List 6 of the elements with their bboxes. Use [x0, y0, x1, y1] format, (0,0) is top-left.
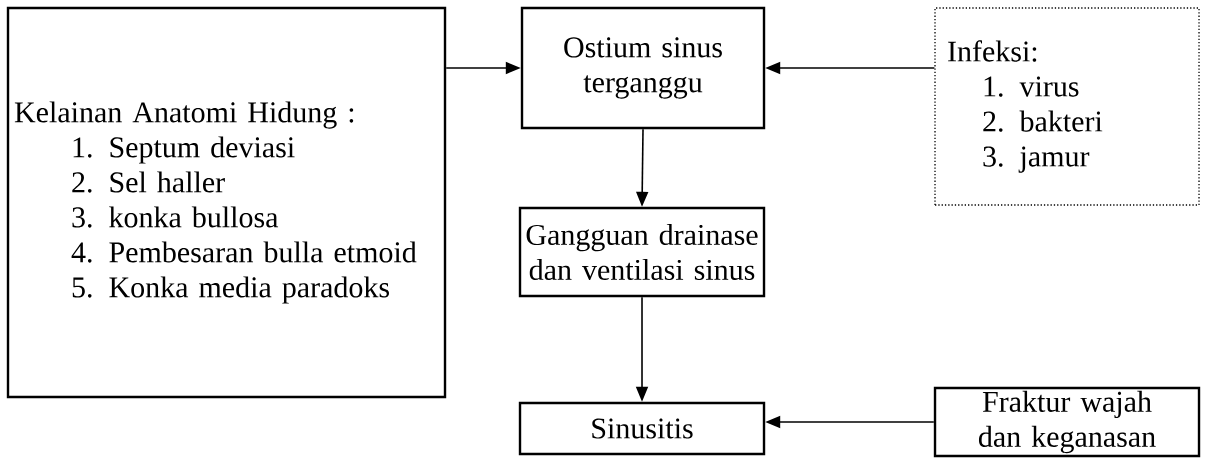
process-box: Gangguan drainase dan ventilasi sinus	[518, 206, 766, 298]
process-box: Fraktur wajah dan keganasan	[933, 386, 1201, 458]
outcome-box: Sinusitis	[518, 401, 766, 456]
note-box: Infeksi: 1. virus 2. bakteri 3. jamur	[934, 7, 1200, 206]
process-box: Ostium sinus terganggu	[520, 6, 766, 130]
list-box: Kelainan Anatomi Hidung : 1. Septum deviasi 2. Sel haller 3. konka bullosa 4. Pembesaran bulla etmoid 5. Konka media paradoks	[6, 6, 447, 399]
